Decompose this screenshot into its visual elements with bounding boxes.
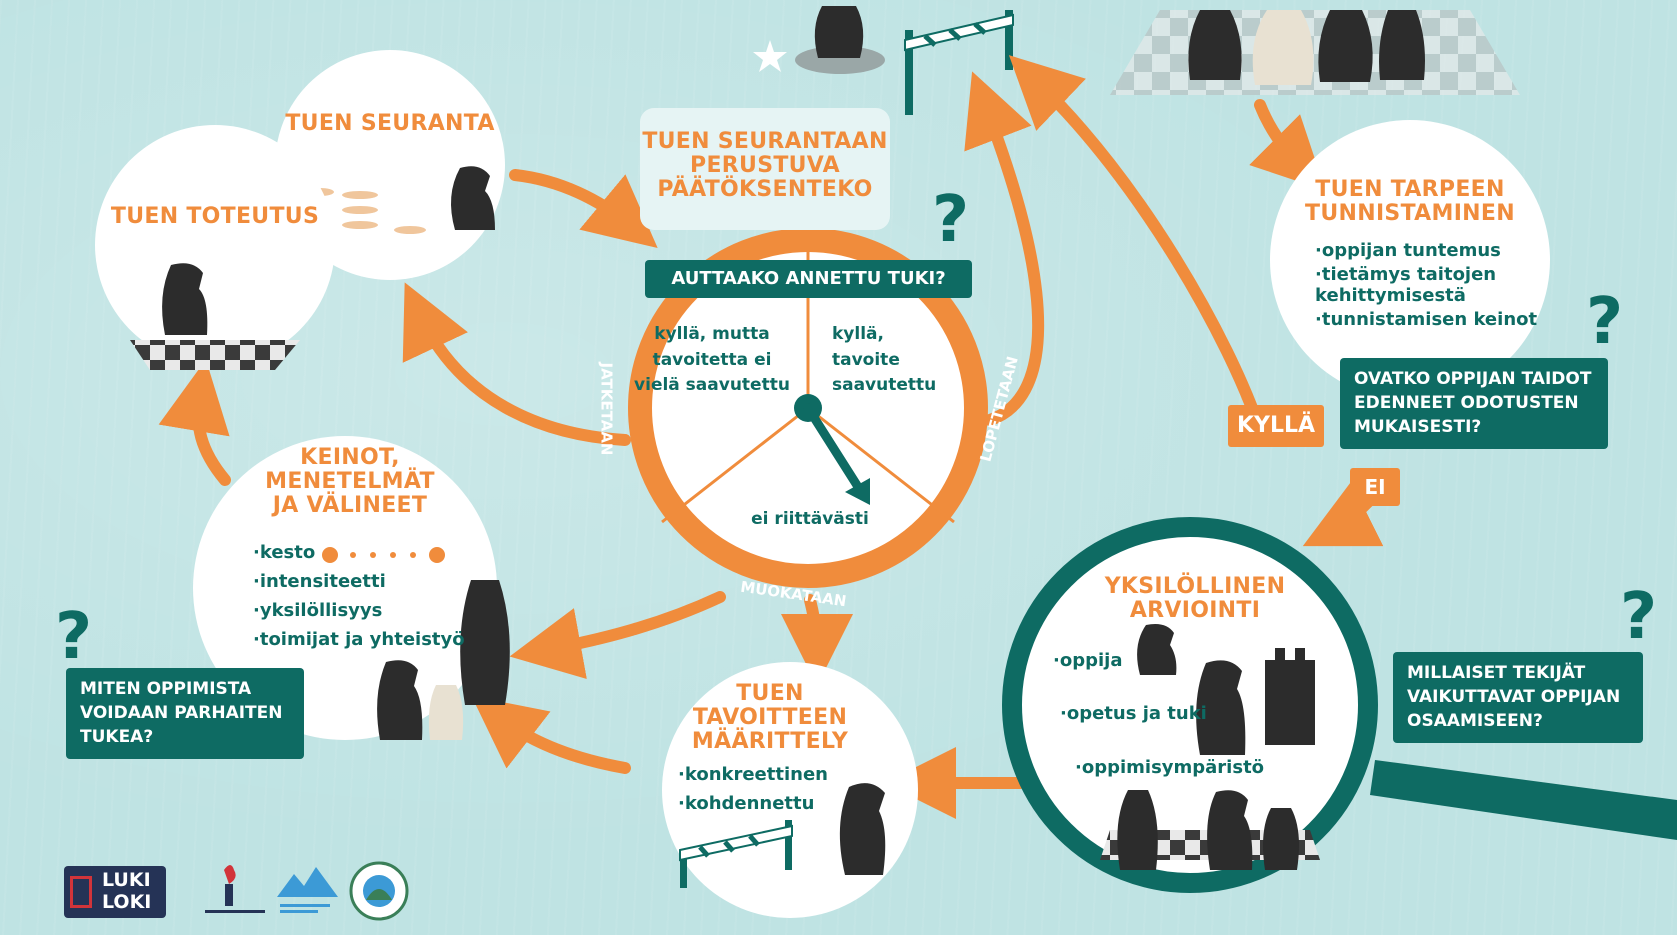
methods-duration-line <box>322 547 445 563</box>
arrow-yes-to-fence <box>1008 55 1266 436</box>
methods-item: ·yksilöllisyys <box>253 600 383 621</box>
assessment-knight-bottom <box>1207 790 1253 870</box>
answer-yes: KYLLÄ <box>1236 413 1316 438</box>
assessment-bishop <box>1117 790 1158 870</box>
methods-title: KEINOT, MENETELMÄT JA VÄLINEET <box>265 445 435 518</box>
magnifier-handle <box>1370 760 1677 840</box>
lukiloki-logo: LUKI LOKI <box>64 866 166 918</box>
arrow-top-to-needs <box>1249 99 1326 191</box>
assessment-title: YKSILÖLLINEN ARVIOINTI <box>1104 574 1286 623</box>
wheel-question-box: AUTTAAKO ANNETTU TUKI? <box>645 260 972 298</box>
top-piece-and-fence <box>753 6 1014 115</box>
lukiloki-logo-line2: LOKI <box>102 891 152 913</box>
decision-wheel <box>628 228 988 588</box>
goal-title: TUEN TAVOITTEEN MÄÄRITTELY <box>691 681 849 754</box>
answer-no: EI <box>1364 475 1386 499</box>
ring-label-continue: JATKETAAN <box>597 362 616 456</box>
top-chessboard <box>1110 10 1520 95</box>
monitoring-knight-shape <box>451 166 495 230</box>
assessment-pawn <box>1263 808 1299 870</box>
factors-question-box: MILLAISET TEKIJÄT VAIKUTTAVAT OPPIJAN OS… <box>1393 652 1643 744</box>
segment-stop-text: kyllä, tavoite saavutettu <box>832 324 937 395</box>
question-mark-icon: ? <box>1586 285 1624 359</box>
assessment-knight-small <box>1137 624 1177 675</box>
methods-knight-shape <box>377 660 423 740</box>
needs-items: ·oppijan tuntemus ·tietämys taitojen keh… <box>1315 240 1545 330</box>
implementation-knight-shape <box>162 263 208 335</box>
methods-item: ·toimijat ja yhteistyö <box>253 629 465 650</box>
goal-knight-shape <box>839 783 886 875</box>
question-mark-icon: ? <box>55 600 93 674</box>
lukiloki-logo-line1: LUKI <box>102 869 151 891</box>
university-torch-logo <box>205 865 265 913</box>
needs-item: ·tunnistamisen keinot <box>1315 309 1538 330</box>
wheel-question: AUTTAAKO ANNETTU TUKI? <box>671 268 946 289</box>
arrow-stop-to-fence <box>964 71 1045 426</box>
goal-item: ·kohdennettu <box>678 793 815 814</box>
magnifier-lens <box>1002 517 1378 893</box>
assessment-item: ·oppimisympäristö <box>1075 757 1265 778</box>
arrow-modify-to-goal <box>780 594 853 686</box>
niilo-maki-institute-logo <box>277 867 338 913</box>
progress-question: OVATKO OPPIJAN TAIDOT EDENNEET ODOTUSTEN… <box>1354 369 1592 437</box>
question-mark-icon: ? <box>1620 580 1658 654</box>
assessment-rook <box>1265 648 1315 745</box>
methods-circle <box>193 436 497 740</box>
monitoring-title: TUEN SEURANTA <box>285 111 495 136</box>
implementation-board <box>130 340 300 370</box>
lukiloki-logo-mark <box>70 876 92 908</box>
progress-question-box: OVATKO OPPIJAN TAIDOT EDENNEET ODOTUSTEN… <box>1340 358 1608 450</box>
segment-insufficient-text: ei riittävästi <box>751 509 869 529</box>
methods-queen-shape <box>460 580 510 705</box>
arrow-modify-to-methods <box>509 591 726 679</box>
needs-item: ·oppijan tuntemus <box>1315 240 1501 261</box>
methods-pawn-shape <box>428 685 464 740</box>
needs-circle <box>1270 120 1550 400</box>
decision-title-card: TUEN SEURANTAAN PERUSTUVA PÄÄTÖKSENTEKO <box>640 108 890 230</box>
goal-item: ·konkreettinen <box>678 764 828 785</box>
association-seal-logo <box>349 861 409 921</box>
flow-arrows <box>158 55 1386 819</box>
assessment-item: ·opetus ja tuki <box>1060 703 1207 724</box>
implementation-circle <box>95 125 335 365</box>
needs-title: TUEN TARPEEN TUNNISTAMINEN <box>1305 177 1515 226</box>
factors-question: MILLAISET TEKIJÄT VAIKUTTAVAT OPPIJAN OS… <box>1407 663 1621 731</box>
answer-no-badge: EI <box>1350 468 1400 506</box>
segment-continue-text: kyllä, mutta tavoitetta ei vielä saavute… <box>634 324 790 395</box>
arrow-methods-to-implementation <box>158 359 231 486</box>
methods-item: ·intensiteetti <box>253 571 386 592</box>
decision-title: TUEN SEURANTAAN PERUSTUVA PÄÄTÖKSENTEKO <box>642 129 888 202</box>
arrow-goal-to-methods <box>471 696 631 774</box>
answer-yes-badge: KYLLÄ <box>1228 405 1324 447</box>
arrow-continue-to-monitoring <box>402 282 631 446</box>
support-question-box: MITEN OPPIMISTA VOIDAAN PARHAITEN TUKEA? <box>66 668 304 760</box>
arrow-monitoring-to-decision <box>509 169 658 249</box>
assessment-item: ·oppija <box>1053 650 1123 671</box>
needs-item: ·tietämys taitojen kehittymisestä <box>1315 264 1497 306</box>
methods-items: ·kesto ·intensiteetti ·yksilöllisyys ·to… <box>253 542 473 650</box>
goal-items: ·konkreettinen ·kohdennettu <box>678 764 878 814</box>
support-question: MITEN OPPIMISTA VOIDAAN PARHAITEN TUKEA? <box>80 679 283 747</box>
goal-fence <box>679 820 793 888</box>
assessment-knight-large <box>1196 660 1246 755</box>
methods-item: ·kesto <box>253 542 316 563</box>
implementation-title: TUEN TOTEUTUS <box>110 204 320 229</box>
question-mark-icon: ? <box>932 183 970 257</box>
